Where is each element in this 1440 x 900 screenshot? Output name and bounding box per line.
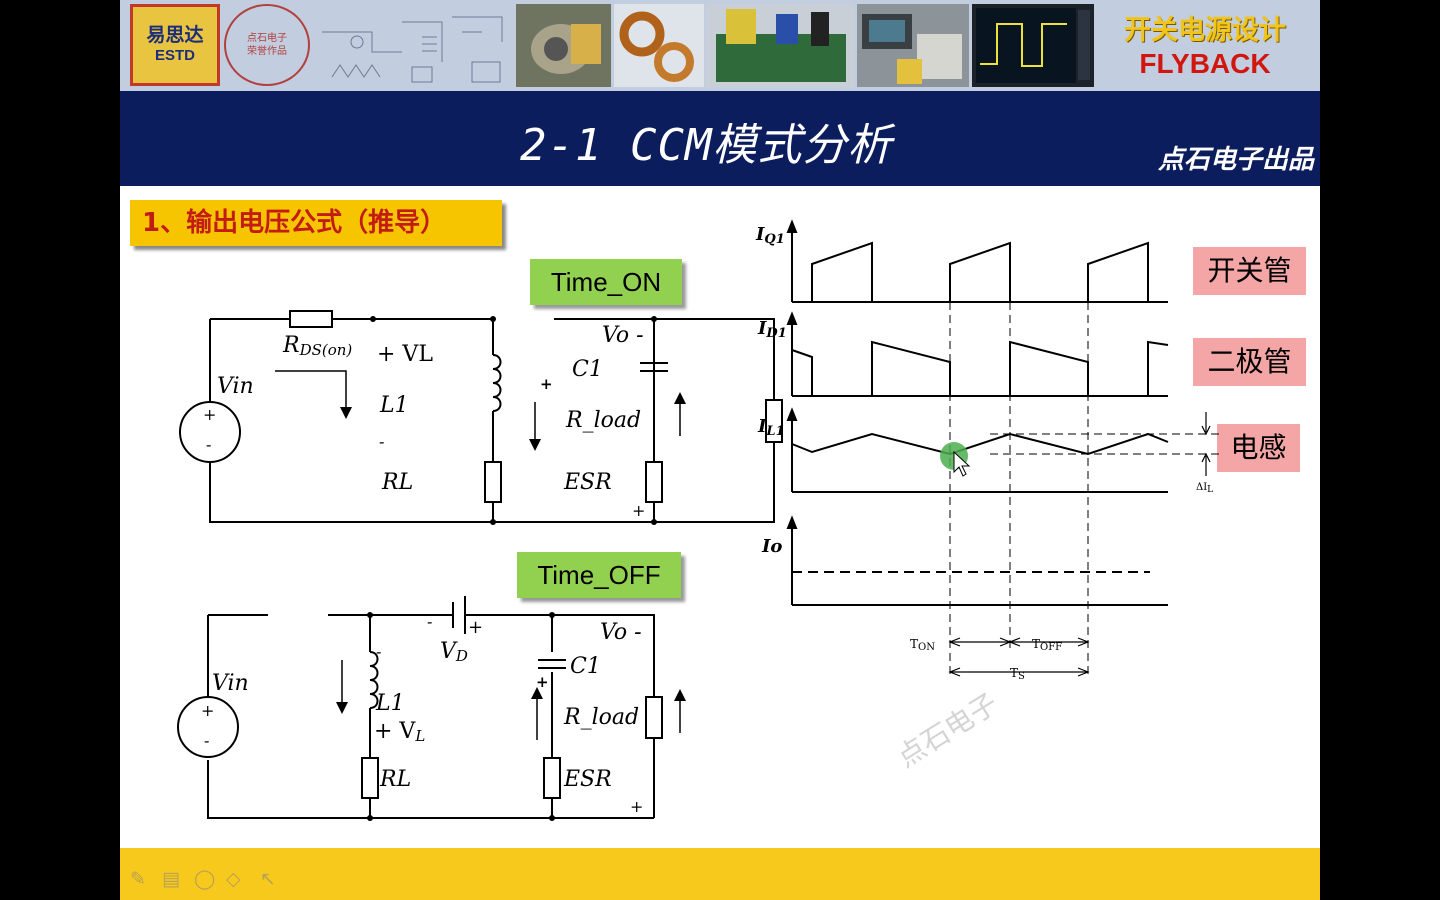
vin-plus-on: + — [203, 405, 216, 424]
banner-title: 开关电源设计 — [1124, 15, 1286, 46]
inductor-label: 电感 — [1217, 424, 1300, 472]
eraser-icon[interactable]: ◇ — [226, 868, 241, 890]
time-on-label: Time_ON — [530, 259, 682, 305]
rload-resistor-on — [765, 399, 783, 443]
l1-label-on: L1 — [379, 393, 409, 418]
diode-label: 二极管 — [1193, 338, 1306, 386]
pcb-photo — [706, 4, 854, 87]
iq1-trace — [792, 241, 1149, 303]
publisher-label: 点石电子出品 — [1157, 145, 1314, 175]
vo-plus-off: + — [630, 797, 643, 816]
lab-bench-photo — [857, 4, 969, 87]
io-label: Io — [761, 536, 782, 557]
keyboard-icon[interactable]: ▤ — [162, 868, 180, 890]
circuit-off-nodes — [367, 612, 555, 821]
l1-minus-on: - — [379, 432, 384, 451]
circuit-on-components — [179, 310, 783, 503]
vin-source-off — [177, 696, 239, 758]
vin-plus-off: + — [201, 701, 214, 720]
esr-resistor-on — [645, 461, 663, 503]
vo-label-off: Vo - — [600, 620, 642, 645]
circuit-time-off — [207, 596, 655, 819]
seal-line-2: 荣誉作品 — [247, 46, 287, 57]
ts-label: TS — [1010, 666, 1025, 682]
switch-label: 开关管 — [1193, 247, 1306, 295]
rds-label: RDS(on) — [282, 333, 352, 359]
il1-label: IL1 — [757, 416, 785, 439]
rl-label-off: RL — [379, 767, 411, 792]
vo-label-on: Vo - — [602, 323, 644, 348]
watermark-text: 点石电子 — [891, 687, 1003, 774]
waveform-axes — [786, 219, 1168, 606]
slide-footer: ✎ ▤ ◯ ◇ ↖ — [120, 848, 1320, 900]
oscilloscope-photo — [972, 4, 1094, 87]
estd-logo: 易思达 ESTD — [130, 4, 220, 86]
vin-label-off: Vin — [212, 671, 249, 696]
ton-label: TON — [910, 637, 935, 653]
rds-resistor — [289, 310, 333, 328]
logo-en-text: ESTD — [154, 47, 195, 64]
circuit-on-nodes — [370, 316, 657, 525]
circuit-off-components — [177, 696, 663, 799]
section-heading: 1、输出电压公式（推导） — [130, 200, 502, 246]
vo-plus-on: + — [632, 501, 645, 520]
rl-resistor-on — [484, 461, 502, 503]
id1-label: ID1 — [757, 318, 787, 341]
circuit-off-arrows — [336, 660, 686, 740]
vin-minus-off: - — [204, 731, 209, 750]
l1-label-off: L1 — [375, 691, 405, 716]
time-off-label: Time_OFF — [517, 552, 681, 598]
id1-trace — [791, 340, 1169, 397]
mouse-cursor-icon — [953, 450, 971, 477]
c1-plus-on: + — [540, 375, 553, 393]
delta-il-label: ΔIL — [1196, 482, 1213, 495]
slide-title: 2-1 CCM模式分析 — [520, 120, 893, 171]
rl-resistor-off — [361, 757, 379, 799]
title-bar: 2-1 CCM模式分析 点石电子出品 — [120, 91, 1320, 186]
vl-label-on: + VL — [377, 342, 433, 367]
pen-tool-icon[interactable]: ✎ — [130, 868, 146, 890]
top-banner: 易思达 ESTD 点石电子 荣誉作品 — [120, 0, 1320, 91]
rl-label-on: RL — [381, 470, 413, 495]
c1-label-on: C1 — [572, 357, 603, 382]
copyright-seal: 点石电子 荣誉作品 — [224, 4, 310, 86]
vd-minus: - — [427, 612, 432, 631]
esr-label-off: ESR — [563, 767, 612, 792]
waveform-guides — [949, 302, 1220, 675]
esr-label-on: ESR — [563, 470, 612, 495]
l1-minus-off: - — [376, 642, 381, 661]
eraser-round-icon[interactable]: ◯ — [194, 868, 216, 890]
circuit-sketch-image — [322, 16, 503, 83]
timing-markers — [948, 412, 1211, 677]
toroid-photo — [614, 4, 704, 87]
logo-cn-text: 易思达 — [146, 24, 204, 46]
circuit-on-arrows — [275, 370, 686, 451]
rload-resistor-off — [645, 696, 663, 739]
slide: 易思达 ESTD 点石电子 荣誉作品 — [120, 0, 1320, 900]
vd-plus: + — [468, 617, 483, 638]
toff-label: TOFF — [1032, 637, 1062, 653]
pointer-icon[interactable]: ↖ — [260, 868, 276, 890]
rload-label-on: R_load — [565, 408, 641, 433]
vin-label-on: Vin — [217, 374, 254, 399]
diagram-canvas: Vin + - RDS(on) + VL L1 - RL C1 + Vo - R… — [177, 219, 1220, 821]
banner-subtitle: FLYBACK — [1139, 48, 1271, 79]
circuit-time-on — [209, 318, 775, 523]
il1-trace — [791, 432, 1169, 456]
iq1-label: IQ1 — [755, 224, 785, 247]
esr-resistor-off — [543, 757, 561, 799]
waveform-traces — [791, 241, 1169, 573]
c1-label-off: C1 — [570, 654, 601, 679]
seal-line-1: 点石电子 — [247, 33, 287, 44]
motor-photo — [516, 4, 611, 87]
c1-plus-off: + — [536, 673, 549, 691]
vin-minus-on: - — [206, 435, 211, 454]
rload-label-off: R_load — [563, 705, 639, 730]
vd-label: VD — [440, 639, 468, 665]
vin-source-on — [179, 401, 241, 463]
vl-label-off: + VL — [374, 719, 425, 745]
